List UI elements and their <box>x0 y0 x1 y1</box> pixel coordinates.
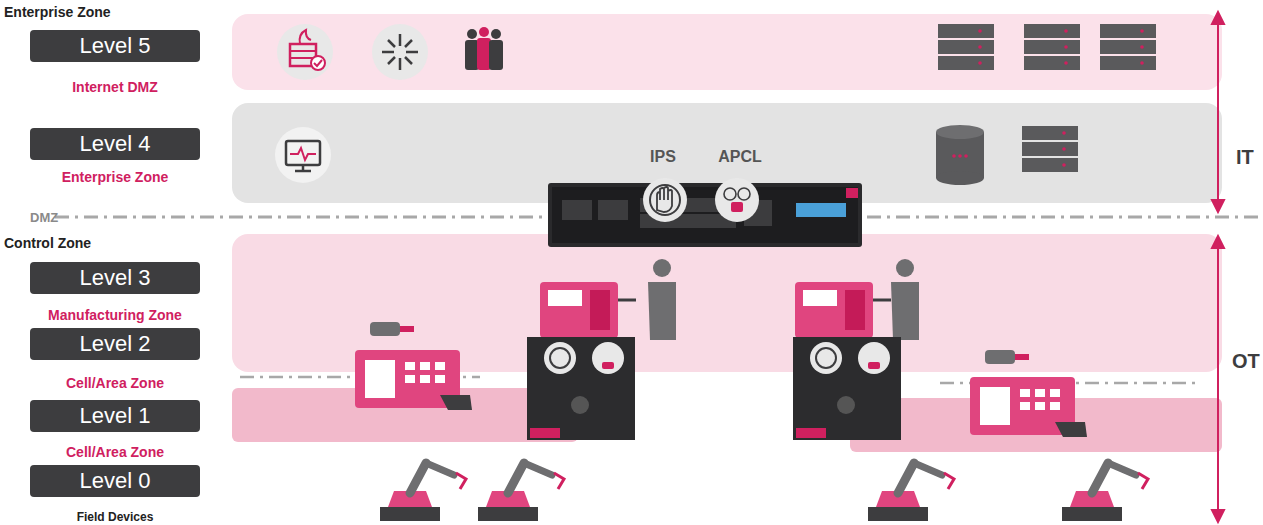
feature-label: IPS <box>650 148 676 166</box>
security-appliance <box>548 178 862 247</box>
zone-heading: Control Zone <box>4 235 91 251</box>
database-icon <box>936 125 984 185</box>
level-box: Level 1 <box>30 400 200 432</box>
level-box: Level 5 <box>30 30 200 62</box>
control-panel <box>355 322 1087 437</box>
zone-name: Manufacturing Zone <box>48 307 182 323</box>
level-name: Level 2 <box>80 331 151 357</box>
zone-heading: Enterprise Zone <box>4 4 111 20</box>
feature-label: APCL <box>718 148 762 166</box>
zone-name: Internet DMZ <box>72 79 158 95</box>
people-icon <box>465 27 503 70</box>
level5-band <box>232 14 1222 90</box>
firewall-icon <box>277 24 333 80</box>
level-box: Level 2 <box>30 328 200 360</box>
monitor-icon <box>275 127 331 183</box>
level-box: Level 4 <box>30 128 200 160</box>
level-name: Level 0 <box>80 468 151 494</box>
zone-name: Enterprise Zone <box>62 169 169 185</box>
side-label: OT <box>1232 350 1260 373</box>
cnc-machine <box>540 282 891 338</box>
dmz-label: DMZ <box>30 210 58 225</box>
hub-icon <box>372 24 428 80</box>
it-ot-arrows <box>1212 12 1224 522</box>
side-label: IT <box>1236 146 1254 169</box>
level-name: Level 5 <box>80 33 151 59</box>
operator-figure <box>648 259 919 340</box>
server-leds <box>978 29 1144 167</box>
level-name: Level 4 <box>80 131 151 157</box>
zone-name: Field Devices <box>77 510 154 524</box>
robot-arm <box>380 463 1148 521</box>
level-box: Level 3 <box>30 262 200 294</box>
zone-name: Cell/Area Zone <box>66 444 164 460</box>
rugged-appliance <box>527 337 901 440</box>
level-name: Level 1 <box>80 403 151 429</box>
level4-band <box>232 103 1222 203</box>
level-name: Level 3 <box>80 265 151 291</box>
level-box: Level 0 <box>30 465 200 497</box>
zone-name: Cell/Area Zone <box>66 375 164 391</box>
